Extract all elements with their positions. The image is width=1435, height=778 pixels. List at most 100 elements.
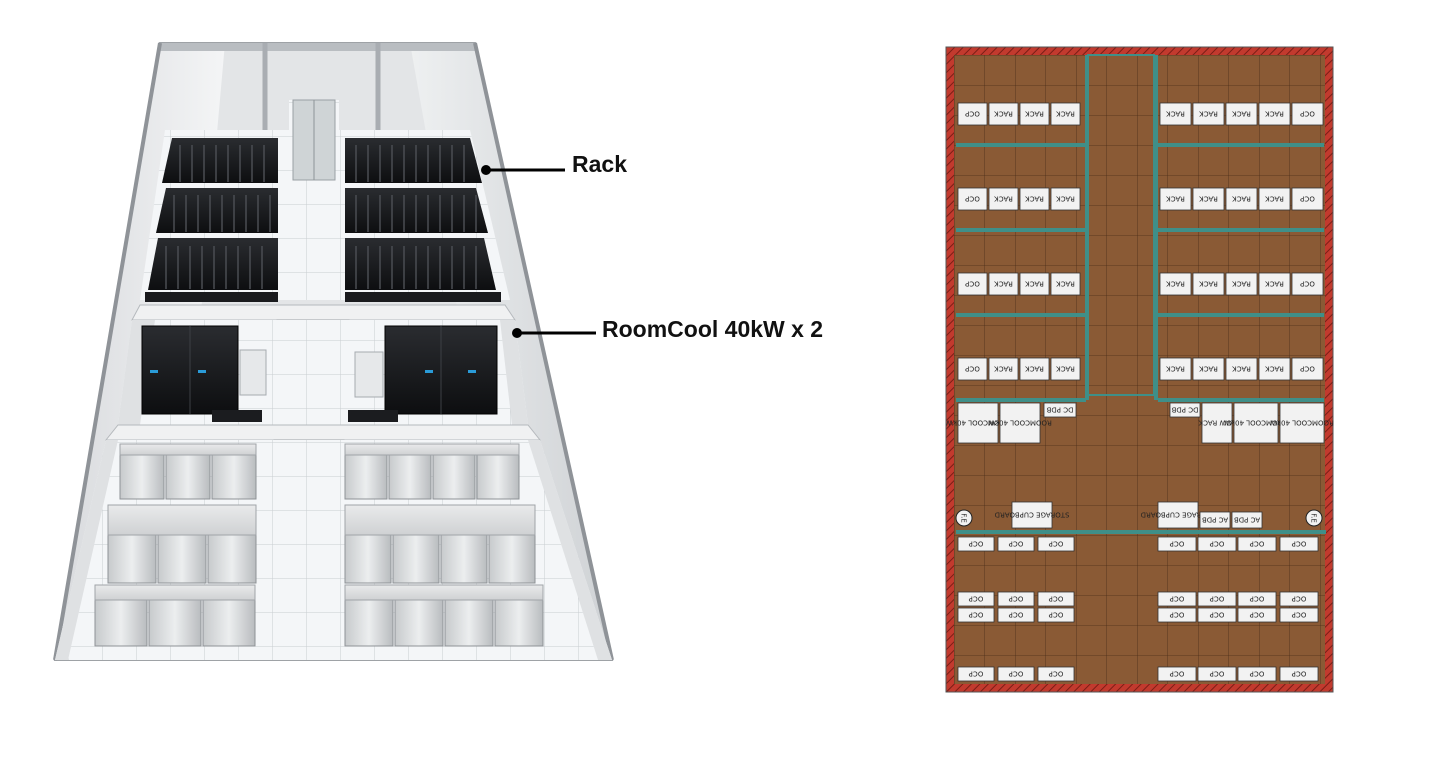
rack-l-3-0: [957, 357, 988, 381]
ac-pdb-1: [1231, 511, 1263, 529]
rack-r-2-2: [1225, 272, 1258, 296]
ocp-bl-2-1: [997, 607, 1035, 623]
ocp-bl-0-1-label: OCP: [1009, 540, 1024, 548]
rack-l-2-1-label: RACK: [994, 280, 1013, 288]
rack-row-right-1: [345, 138, 482, 183]
ocp-br-1-0-label: OCP: [1170, 595, 1185, 603]
callout-roomcool: [512, 328, 596, 338]
rack-l-3-3-label: RACK: [1056, 365, 1075, 373]
rack-r-1-1: [1192, 187, 1225, 211]
ocp-br-1-3: [1279, 591, 1319, 607]
rack-l-0-2-label: RACK: [1025, 110, 1044, 118]
power-cabinets: [94, 443, 544, 647]
ocp-br-3-1-label: OCP: [1210, 670, 1225, 678]
cabinet-row-2: [107, 504, 536, 584]
ocp-br-3-0: [1157, 666, 1197, 682]
rack-l-3-2-label: RACK: [1025, 365, 1044, 373]
low-rack: [1201, 402, 1233, 444]
ocp-br-2-3: [1279, 607, 1319, 623]
ocp-br-3-1: [1197, 666, 1237, 682]
ocp-br-2-2: [1237, 607, 1277, 623]
rail-right-2: [1158, 313, 1324, 317]
fire-ext-0: [955, 509, 973, 527]
ocp-bl-0-1: [997, 536, 1035, 552]
rack-r-1-0: [1159, 187, 1192, 211]
ocp-br-0-1: [1197, 536, 1237, 552]
ocp-br-2-0: [1157, 607, 1197, 623]
rack-l-0-3-label: RACK: [1056, 110, 1075, 118]
rack-r-3-3: [1258, 357, 1291, 381]
roomcool-l1-label: ROOMCOOL 40kW: [988, 419, 1052, 427]
rack-r-3-3-label: RACK: [1265, 365, 1284, 373]
rail-center-left: [1085, 55, 1089, 400]
rack-r-2-0: [1159, 272, 1192, 296]
ocp-br-0-3: [1279, 536, 1319, 552]
ocp-br-3-2-label: OCP: [1250, 670, 1265, 678]
rail-right-1: [1158, 228, 1324, 232]
ocp-bl-2-0-label: OCP: [969, 611, 984, 619]
rack-l-1-0: [957, 187, 988, 211]
rack-l-0-2: [1019, 102, 1050, 126]
ocp-br-2-2-label: OCP: [1250, 611, 1265, 619]
ocp-br-3-3-label: OCP: [1292, 670, 1307, 678]
ocp-bl-2-2-label: OCP: [1049, 611, 1064, 619]
rack-l-2-3-label: RACK: [1056, 280, 1075, 288]
roomcool-callout-label: RoomCool 40kW x 2: [602, 316, 824, 342]
storage-l-label: STORAGE CUPBOARD: [995, 511, 1070, 519]
rack-r-0-1-label: RACK: [1199, 110, 1218, 118]
rail-left-0: [956, 143, 1086, 147]
rack-r-2-4-label: OCP: [1300, 280, 1315, 288]
rack-l-0-3: [1050, 102, 1081, 126]
rack-l-2-0-label: OCP: [965, 280, 980, 288]
ocp-bl-3-2-label: OCP: [1049, 670, 1064, 678]
rack-r-0-0: [1159, 102, 1192, 126]
rack-r-3-4-label: OCP: [1300, 365, 1315, 373]
ocp-bl-1-2-label: OCP: [1049, 595, 1064, 603]
rack-r-2-3-label: RACK: [1265, 280, 1284, 288]
dc-pdb-l-label: DC PDB: [1046, 406, 1073, 414]
rack-l-1-2-label: RACK: [1025, 195, 1044, 203]
ocp-br-1-1: [1197, 591, 1237, 607]
storage-r: [1157, 501, 1199, 529]
dc-pdb-r-label: DC PDB: [1171, 406, 1198, 414]
rack-row-left-2: [156, 188, 278, 233]
rack-l-1-3: [1050, 187, 1081, 211]
rack-r-1-4: [1291, 187, 1324, 211]
ocp-bl-3-1: [997, 666, 1035, 682]
rack-callout-label: Rack: [572, 151, 627, 177]
storage-l: [1011, 501, 1053, 529]
roomcool-l0: [957, 402, 999, 444]
ocp-br-2-0-label: OCP: [1170, 611, 1185, 619]
ocp-br-0-3-label: OCP: [1292, 540, 1307, 548]
fire-ext-label-0: F.E: [960, 513, 968, 523]
ocp-br-3-0-label: OCP: [1170, 670, 1185, 678]
rack-r-3-1-label: RACK: [1199, 365, 1218, 373]
rack-l-1-3-label: RACK: [1056, 195, 1075, 203]
rack-r-0-2-label: RACK: [1232, 110, 1251, 118]
ocp-bl-0-2-label: OCP: [1049, 540, 1064, 548]
rack-r-3-0-label: RACK: [1166, 365, 1185, 373]
rack-rows: [145, 138, 501, 302]
ocp-bl-3-1-label: OCP: [1009, 670, 1024, 678]
ocp-bl-1-0-label: OCP: [969, 595, 984, 603]
rail-bottom: [956, 530, 1326, 534]
rack-l-1-1-label: RACK: [994, 195, 1013, 203]
rack-r-1-1-label: RACK: [1199, 195, 1218, 203]
ocp-br-2-1: [1197, 607, 1237, 623]
cabinet-row-3: [94, 584, 544, 647]
ocp-bl-2-2: [1037, 607, 1075, 623]
ocp-bl-1-0: [957, 591, 995, 607]
rack-r-3-0: [1159, 357, 1192, 381]
fire-ext-label-1: F.E: [1310, 513, 1318, 523]
low-rack-label: LOW RACK: [1198, 419, 1235, 427]
rack-r-3-2: [1225, 357, 1258, 381]
ocp-bl-3-0-label: OCP: [969, 670, 984, 678]
ocp-bl-2-0: [957, 607, 995, 623]
rack-r-0-4-label: OCP: [1300, 110, 1315, 118]
ocp-br-1-2-label: OCP: [1250, 595, 1265, 603]
rack-r-1-3-label: RACK: [1265, 195, 1284, 203]
callout-rack: [481, 165, 565, 175]
roomcool-unit-right: [384, 325, 498, 415]
ocp-bl-1-2: [1037, 591, 1075, 607]
ac-pdb-0-label: AC PDB: [1202, 516, 1228, 524]
